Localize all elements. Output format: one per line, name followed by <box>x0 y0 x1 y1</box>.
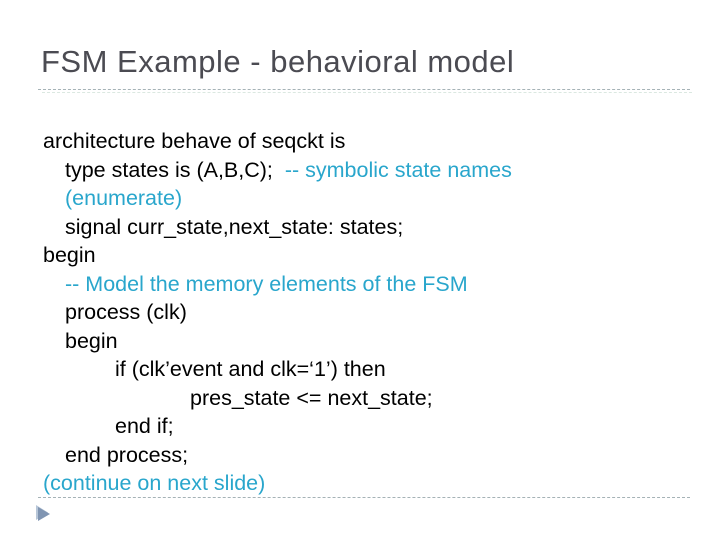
next-slide-arrow-icon <box>36 505 50 521</box>
code-line: process (clk) <box>43 298 691 327</box>
code-text: end if; <box>115 414 174 438</box>
code-text: end process; <box>65 442 189 467</box>
code-line: (continue on next slide) <box>43 469 691 498</box>
code-line: (enumerate) <box>43 184 691 213</box>
code-comment-text: -- Model the memory elements of the FSM <box>65 271 468 296</box>
code-text: signal curr_state,next_state: states; <box>65 214 404 239</box>
code-line: type states is (A,B,C); -- symbolic stat… <box>43 156 691 185</box>
code-line: pres_state <= next_state; <box>43 384 691 413</box>
code-text: if (clk’event and clk=‘1’) then <box>115 357 386 381</box>
code-text: process (clk) <box>65 300 187 324</box>
code-line: end process; <box>43 441 691 470</box>
code-comment-text: (enumerate) <box>65 186 183 210</box>
code-comment-text: (continue on next slide) <box>43 471 266 495</box>
code-text: architecture behave of seqckt is <box>43 129 346 153</box>
code-line: architecture behave of seqckt is <box>43 127 691 156</box>
title-divider-line-shadow <box>42 92 692 93</box>
code-line: if (clk’event and clk=‘1’) then <box>43 355 691 384</box>
code-comment-text: -- symbolic state names <box>284 157 512 182</box>
code-text: type states is (A,B,C); <box>65 157 285 182</box>
code-text: begin <box>43 243 96 267</box>
code-text: begin <box>65 328 118 353</box>
code-line: signal curr_state,next_state: states; <box>43 213 691 242</box>
code-line: end if; <box>43 412 691 441</box>
slide-title: FSM Example - behavioral model <box>41 44 515 79</box>
code-line: -- Model the memory elements of the FSM <box>43 270 691 299</box>
title-divider-line <box>38 89 690 90</box>
code-block: architecture behave of seqckt is type sta… <box>43 127 691 498</box>
footer-divider-line <box>38 497 690 498</box>
code-text: pres_state <= next_state; <box>190 385 433 410</box>
code-line: begin <box>43 327 691 356</box>
code-line: begin <box>43 241 691 270</box>
